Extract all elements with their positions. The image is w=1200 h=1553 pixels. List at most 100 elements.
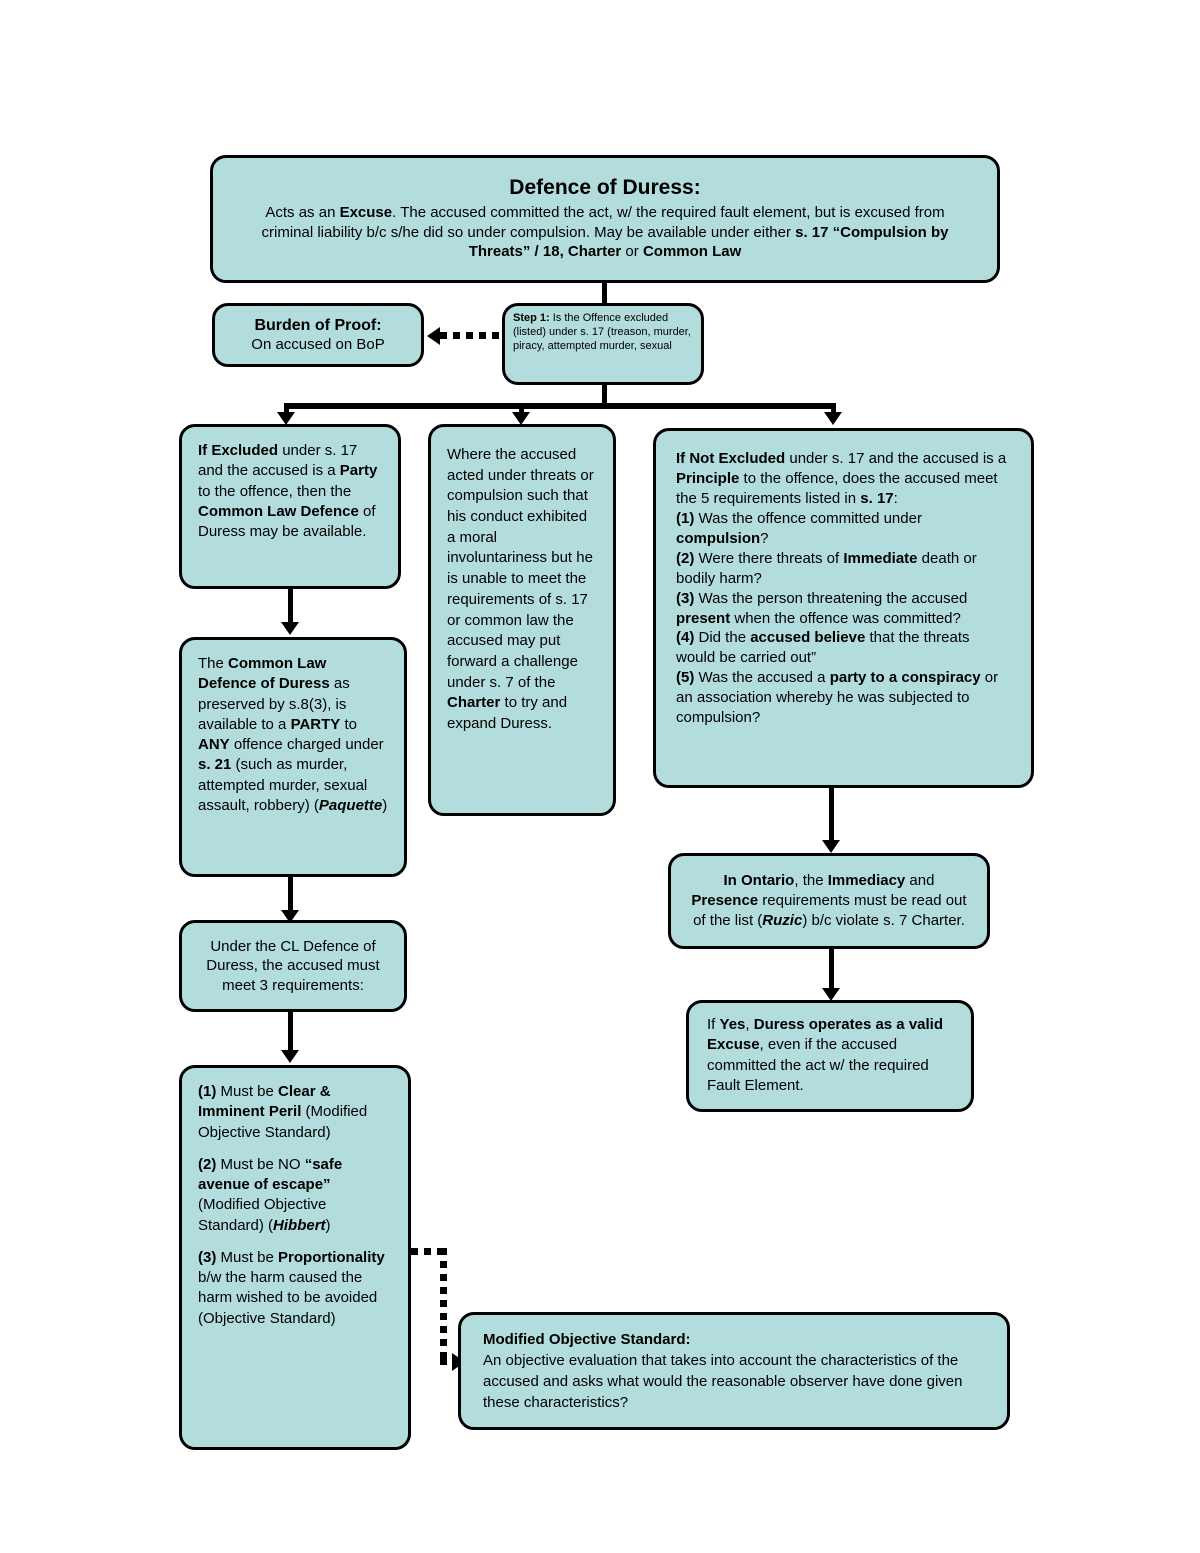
ne4-c: that the threats would be carried out” — [676, 629, 970, 667]
connector-notexcluded-to-ontario — [829, 788, 834, 845]
not-excluded-intro: If Not Excluded under s. 17 and the accu… — [676, 449, 1011, 509]
not-excluded-item-1: (1) Was the offence committed under comp… — [676, 509, 1011, 549]
if-yes-text: If Yes, Duress operates as a valid Excus… — [707, 1016, 943, 1094]
req2-d: Hibbert — [273, 1216, 326, 1234]
ne4-b: accused believe — [750, 629, 866, 647]
ne3-b: present — [676, 609, 731, 627]
req1-a: Must be — [216, 1083, 279, 1100]
requirement-1: (1) Must be Clear & Imminent Peril (Modi… — [198, 1082, 392, 1143]
connector-notexcluded-to-ontario-arrowhead — [822, 840, 840, 853]
connector-step1-to-burden — [440, 332, 502, 339]
ne2-c: death or bodily harm? — [676, 549, 977, 587]
ne4-num: (4) — [676, 629, 695, 647]
connector-header-to-step1 — [602, 283, 607, 305]
connector-branch-mid-stem — [519, 403, 524, 417]
ne5-b: party to a conspiracy — [829, 669, 981, 687]
connector-req-to-mos-vertical — [440, 1248, 447, 1358]
on-t8: ) b/c violate s. 7 Charter. — [802, 912, 965, 930]
if-excluded-t2: under s. 17 and the accused is a — [198, 442, 358, 480]
ne-intro-e: s. 17 — [860, 489, 894, 507]
cl-t11: ) — [382, 796, 388, 814]
ne5-num: (5) — [676, 669, 695, 687]
ne2-b: Immediate — [843, 549, 918, 567]
header-t2: Excuse — [339, 204, 393, 222]
mos-body: An objective evaluation that takes into … — [483, 1352, 963, 1411]
ne-intro-d: to the offence, does the accused meet th… — [676, 469, 998, 507]
if-excluded-text: If Excluded under s. 17 and the accused … — [198, 442, 377, 540]
header-t5: or — [621, 243, 643, 261]
req2-num: (2) — [198, 1155, 217, 1173]
if-excluded-t4: to the offence, then the — [198, 482, 352, 500]
ne-intro-a: If Not Excluded — [676, 450, 786, 467]
connector-branch-left-arrowhead — [277, 412, 295, 425]
ne1-a: Was the offence committed under — [694, 509, 922, 527]
gap-2 — [198, 1236, 392, 1248]
connector-step1-stem — [602, 385, 607, 403]
on-t1: In Ontario — [723, 871, 795, 889]
ne2-a: Were there threats of — [694, 549, 844, 567]
cc-t2: Charter — [447, 694, 501, 712]
req3-a: Must be — [216, 1248, 279, 1266]
iy-t5: , even if the accused committed the act … — [707, 1036, 929, 1094]
requirement-2: (2) Must be NO “safe avenue of escape” (… — [198, 1155, 392, 1236]
cl-t8: s. 21 — [198, 756, 232, 774]
on-t7: Ruzic — [762, 912, 803, 930]
connector-commonlaw-to-threereq — [288, 877, 293, 915]
connector-ontario-to-ifyes-arrowhead — [822, 988, 840, 1001]
not-excluded-item-5: (5) Was the accused a party to a conspir… — [676, 668, 1011, 728]
cl-three-req-body: Under the CL Defence of Duress, the accu… — [206, 937, 380, 994]
on-t6: requirements must be read out of the lis… — [693, 891, 967, 930]
node-step-1: Step 1: Is the Offence excluded (listed)… — [502, 303, 704, 385]
req2-b: “safe avenue of escape” — [198, 1155, 343, 1193]
connector-req-to-mos-horizontal — [411, 1248, 447, 1255]
req2-a: Must be NO — [216, 1155, 305, 1173]
cl-t10: Paquette — [318, 796, 383, 814]
on-t4: and — [905, 871, 935, 889]
header-body: Acts as an Excuse. The accused committed… — [241, 203, 969, 262]
node-if-not-excluded: If Not Excluded under s. 17 and the accu… — [653, 428, 1034, 788]
ne3-a: Was the person threatening the accused — [694, 589, 968, 607]
ne3-c: when the offence was committed? — [730, 609, 961, 627]
req1-b: Clear & Imminent Peril — [198, 1083, 331, 1121]
cl-t9: (such as murder, attempted murder, sexua… — [198, 756, 368, 814]
cc-t3: to try and expand Duress. — [447, 694, 568, 732]
ne3-num: (3) — [676, 589, 695, 607]
cl-t4: PARTY — [290, 715, 341, 733]
if-excluded-t1: If Excluded — [198, 442, 279, 459]
on-t2: , the — [794, 871, 828, 889]
ne-intro-f: : — [893, 489, 898, 507]
connector-branch-right-stem — [831, 403, 836, 417]
node-header: Defence of Duress: Acts as an Excuse. Th… — [210, 155, 1000, 283]
burden-title: Burden of Proof: — [254, 316, 382, 334]
node-burden-of-proof: Burden of Proof: On accused on BoP — [212, 303, 424, 367]
ne4-a: Did the — [694, 629, 751, 647]
step1-body: Is the Offence excluded (listed) under s… — [513, 312, 691, 352]
iy-t3: , — [745, 1016, 754, 1033]
req3-b: Proportionality — [278, 1248, 385, 1266]
requirement-3: (3) Must be Proportionality b/w the harm… — [198, 1248, 392, 1329]
ontario-text: In Ontario, the Immediacy and Presence r… — [689, 871, 969, 932]
req3-c: b/w the harm caused the harm wished to b… — [198, 1269, 378, 1327]
if-excluded-t5: Common Law Defence — [198, 502, 359, 520]
connector-branch-right-arrowhead — [824, 412, 842, 425]
header-t4: s. 17 “Compulsion by Threats” / 18, Char… — [468, 223, 949, 261]
iy-t1: If — [707, 1016, 720, 1033]
mos-title: Modified Objective Standard: — [483, 1331, 691, 1348]
node-modified-objective-standard: Modified Objective Standard: An objectiv… — [458, 1312, 1010, 1430]
not-excluded-item-4: (4) Did the accused believe that the thr… — [676, 628, 1011, 668]
node-common-law-defence: The Common Law Defence of Duress as pres… — [179, 637, 407, 877]
on-t5: Presence — [691, 891, 759, 909]
cl-t3: as preserved by s.8(3), is available to … — [198, 675, 350, 733]
not-excluded-item-2: (2) Were there threats of Immediate deat… — [676, 549, 1011, 589]
if-excluded-t6: of Duress may be available. — [198, 502, 376, 540]
if-excluded-t3: Party — [339, 462, 378, 480]
ne-intro-b: under s. 17 and the accused is a — [785, 450, 1007, 467]
ne5-a: Was the accused a — [694, 669, 830, 687]
cl-t7: offence charged under — [229, 736, 384, 753]
gap-1 — [198, 1143, 392, 1155]
burden-body: On accused on BoP — [251, 335, 385, 353]
node-charter-challenge: Where the accused acted under threats or… — [428, 424, 616, 816]
cl-t5: to — [340, 715, 357, 733]
connector-excluded-to-commonlaw-arrowhead — [281, 622, 299, 635]
